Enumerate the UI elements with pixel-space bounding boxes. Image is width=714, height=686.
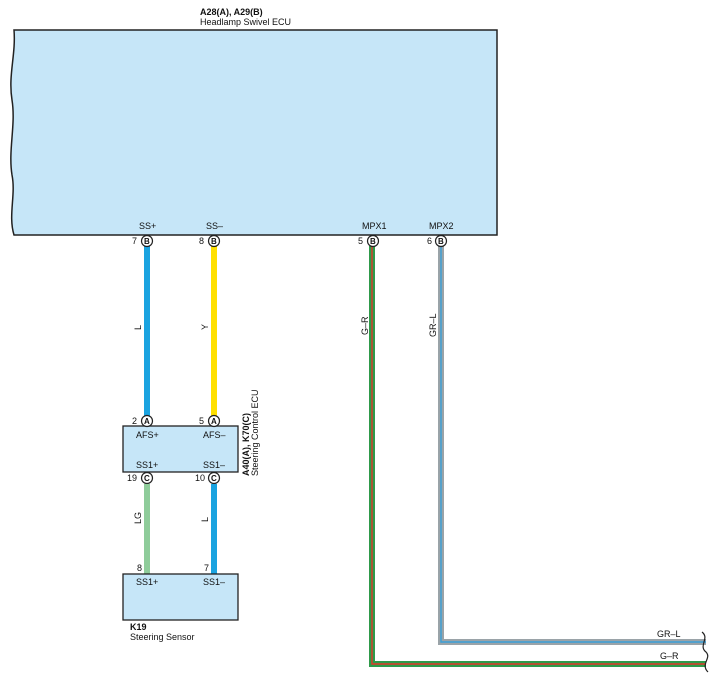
ecu-main-name: Headlamp Swivel ECU <box>200 17 291 27</box>
wire-code-ss1-plus: LG <box>133 512 143 524</box>
conn-letter: B <box>144 237 150 246</box>
ecu-steer-id: A40(A), K70(C) <box>241 413 251 476</box>
connector-ss1-minus: 10 C <box>195 471 221 485</box>
pin-num-10: 10 <box>195 473 205 483</box>
wire-mpx1 <box>369 246 706 667</box>
pin-label-mpx1: MPX1 <box>362 221 387 231</box>
connector-ss-minus: 8 B <box>199 234 221 248</box>
pin-num-8: 8 <box>199 236 204 246</box>
pin-label-afs-minus: AFS– <box>203 430 226 440</box>
conn-letter: B <box>211 237 217 246</box>
ecu-main-id: A28(A), A29(B) <box>200 7 263 17</box>
conn-letter: B <box>370 237 376 246</box>
pin-num-7: 7 <box>132 236 137 246</box>
exit-label-mpx2: GR–L <box>657 629 681 639</box>
wire-mpx2-stripe <box>440 246 706 643</box>
connector-ss-plus: 7 B <box>132 234 154 248</box>
pin-num-5: 5 <box>358 236 363 246</box>
headlamp-swivel-ecu-box <box>10 29 498 236</box>
conn-letter: B <box>438 237 444 246</box>
wire-ss1-plus <box>144 484 150 574</box>
conn-letter: A <box>211 417 217 426</box>
wire-ss1-minus <box>211 484 217 574</box>
pin-label-afs-plus: AFS+ <box>136 430 159 440</box>
sensor-pin-num-7: 7 <box>204 563 209 573</box>
pin-label-mpx2: MPX2 <box>429 221 454 231</box>
wire-mpx1-stripe <box>371 246 706 665</box>
wire-ss-minus <box>211 246 217 416</box>
sensor-pin-label-ss1-plus: SS1+ <box>136 577 158 587</box>
wire-break-mark <box>701 631 709 673</box>
pin-label-ss1-plus: SS1+ <box>136 460 158 470</box>
conn-letter: A <box>144 417 150 426</box>
pin-num-2: 2 <box>132 416 137 426</box>
connector-afs-minus: 5 A <box>199 414 221 428</box>
sensor-id: K19 <box>130 622 147 632</box>
wire-code-ss-plus: L <box>133 325 143 330</box>
steering-control-ecu-box <box>122 425 239 473</box>
sensor-pin-label-ss1-minus: SS1– <box>203 577 225 587</box>
connector-afs-plus: 2 A <box>132 414 154 428</box>
steering-sensor-box <box>122 573 239 621</box>
connector-mpx1: 5 B <box>358 234 380 248</box>
pin-num-5b: 5 <box>199 416 204 426</box>
wire-code-mpx2: GR–L <box>428 313 438 337</box>
pin-label-ss1-minus: SS1– <box>203 460 225 470</box>
pin-label-ss-plus: SS+ <box>139 221 156 231</box>
wire-code-mpx1: G–R <box>360 316 370 335</box>
wire-code-ss1-minus: L <box>200 517 210 522</box>
connector-mpx2: 6 B <box>427 234 448 248</box>
sensor-name: Steering Sensor <box>130 632 195 642</box>
wire-ss-plus <box>144 246 150 416</box>
wire-code-ss-minus: Y <box>200 324 210 330</box>
exit-label-mpx1: G–R <box>660 651 679 661</box>
pin-num-19: 19 <box>127 473 137 483</box>
wire-mpx2 <box>438 246 706 645</box>
pin-num-6: 6 <box>427 236 432 246</box>
conn-letter: C <box>144 474 150 483</box>
sensor-pin-num-8: 8 <box>137 563 142 573</box>
connector-ss1-plus: 19 C <box>127 471 154 485</box>
ecu-steer-name: Steering Control ECU <box>250 389 260 476</box>
conn-letter: C <box>211 474 217 483</box>
pin-label-ss-minus: SS– <box>206 221 223 231</box>
